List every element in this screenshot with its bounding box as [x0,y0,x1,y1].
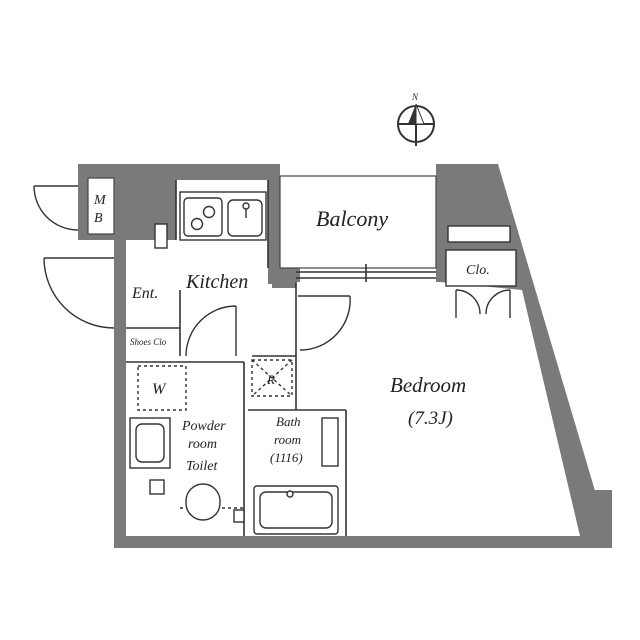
shoes-closet-label: Shoes Clo [130,337,167,347]
bath-room-label-2: room [274,432,301,447]
entrance-label: Ent. [131,285,158,302]
kitchen-counter [154,191,267,249]
compass: N [397,92,435,146]
balcony-label: Balcony [316,206,388,231]
refrigerator-label: R [266,372,275,387]
kitchen-label: Kitchen [185,271,248,293]
bedroom-size-label: (7.3J) [408,408,453,429]
room-labels: M B Balcony Kitchen Ent. Shoes Clo Clo. … [93,193,490,474]
doors [33,185,351,357]
powder-fixtures [129,417,245,523]
compass-north-label: N [411,92,419,102]
closet [445,225,517,318]
powder-room-label-2: room [188,437,217,452]
closet-label: Clo. [466,263,490,278]
meter-box-label-b: B [94,211,103,226]
bedroom-label: Bedroom [390,373,466,397]
toilet-label: Toilet [186,459,218,474]
powder-room-label-1: Powder [181,419,226,434]
interior-walls [126,180,436,536]
washer-label: W [152,381,167,398]
bath-room-label-1: Bath [276,414,301,429]
meter-box-label-m: M [93,193,107,208]
bath-room-size-label: (1116) [270,450,303,465]
bath-fixtures [253,417,339,535]
